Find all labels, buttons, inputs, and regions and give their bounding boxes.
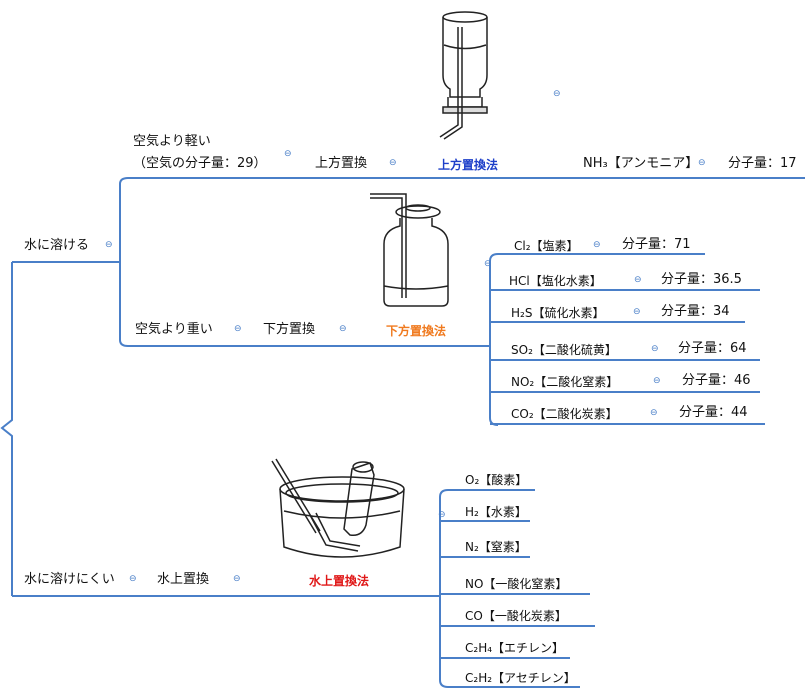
- gas-name[interactable]: CO₂【二酸化炭素】: [511, 407, 618, 421]
- gas-name[interactable]: C₂H₄【エチレン】: [465, 641, 565, 655]
- collapse-icon[interactable]: ⊖: [634, 275, 642, 285]
- gas-mw[interactable]: 分子量：36.5: [661, 272, 742, 287]
- gas-mw[interactable]: 分子量：46: [682, 373, 751, 388]
- gas-mw[interactable]: 分子量：71: [622, 237, 691, 252]
- gas-name[interactable]: C₂H₂【アセチレン】: [465, 671, 576, 685]
- collapse-icon[interactable]: ⊖: [105, 240, 113, 250]
- gas-name[interactable]: NH₃【アンモニア】: [583, 156, 699, 171]
- collapse-icon[interactable]: ⊖: [438, 510, 446, 520]
- gas-mw[interactable]: 分子量：44: [679, 405, 748, 420]
- upper-condition-line1[interactable]: 空気より軽い: [133, 134, 211, 149]
- lower-condition[interactable]: 空気より重い: [135, 322, 213, 337]
- gas-mw[interactable]: 分子量：34: [661, 304, 730, 319]
- collapse-icon[interactable]: ⊖: [633, 307, 641, 317]
- collapse-icon[interactable]: ⊖: [284, 149, 292, 159]
- upper-method-title[interactable]: 上方置換法: [438, 158, 499, 172]
- collapse-icon[interactable]: ⊖: [698, 158, 706, 168]
- collapse-icon[interactable]: ⊖: [484, 259, 492, 269]
- upper-method[interactable]: 上方置換: [315, 156, 368, 171]
- collapse-icon[interactable]: ⊖: [651, 344, 659, 354]
- water-method-title[interactable]: 水上置換法: [309, 574, 370, 588]
- gas-mw[interactable]: 分子量：17: [728, 156, 797, 171]
- gas-name[interactable]: SO₂【二酸化硫黄】: [511, 343, 617, 357]
- upward-displacement-apparatus: [439, 11, 488, 140]
- branch-soluble[interactable]: 水に溶ける: [24, 238, 90, 253]
- collapse-icon[interactable]: ⊖: [553, 89, 561, 99]
- collapse-icon[interactable]: ⊖: [650, 408, 658, 418]
- gas-name[interactable]: Cl₂【塩素】: [514, 239, 579, 253]
- collapse-icon[interactable]: ⊖: [129, 574, 137, 584]
- gas-name[interactable]: HCl【塩化水素】: [509, 274, 602, 288]
- gas-name[interactable]: O₂【酸素】: [465, 473, 528, 487]
- branch-insoluble[interactable]: 水に溶けにくい: [24, 572, 115, 587]
- gas-name[interactable]: H₂S【硫化水素】: [511, 306, 605, 320]
- upper-condition-line2[interactable]: （空気の分子量：29）: [133, 156, 267, 171]
- lower-method[interactable]: 下方置換: [263, 322, 316, 337]
- water-displacement-apparatus: [271, 458, 405, 558]
- collapse-icon[interactable]: ⊖: [593, 240, 601, 250]
- gas-name[interactable]: N₂【窒素】: [465, 540, 527, 554]
- collapse-icon[interactable]: ⊖: [234, 324, 242, 334]
- collapse-icon[interactable]: ⊖: [339, 324, 347, 334]
- gas-name[interactable]: NO₂【二酸化窒素】: [511, 375, 619, 389]
- downward-displacement-apparatus: [370, 193, 449, 307]
- collapse-icon[interactable]: ⊖: [233, 574, 241, 584]
- water-method[interactable]: 水上置換: [157, 572, 210, 587]
- gas-mw[interactable]: 分子量：64: [678, 341, 747, 356]
- gas-name[interactable]: CO【一酸化炭素】: [465, 609, 567, 623]
- collapse-icon[interactable]: ⊖: [653, 376, 661, 386]
- gas-name[interactable]: NO【一酸化窒素】: [465, 577, 568, 591]
- lower-method-title[interactable]: 下方置換法: [386, 324, 447, 338]
- gas-name[interactable]: H₂【水素】: [465, 505, 527, 519]
- collapse-icon[interactable]: ⊖: [389, 158, 397, 168]
